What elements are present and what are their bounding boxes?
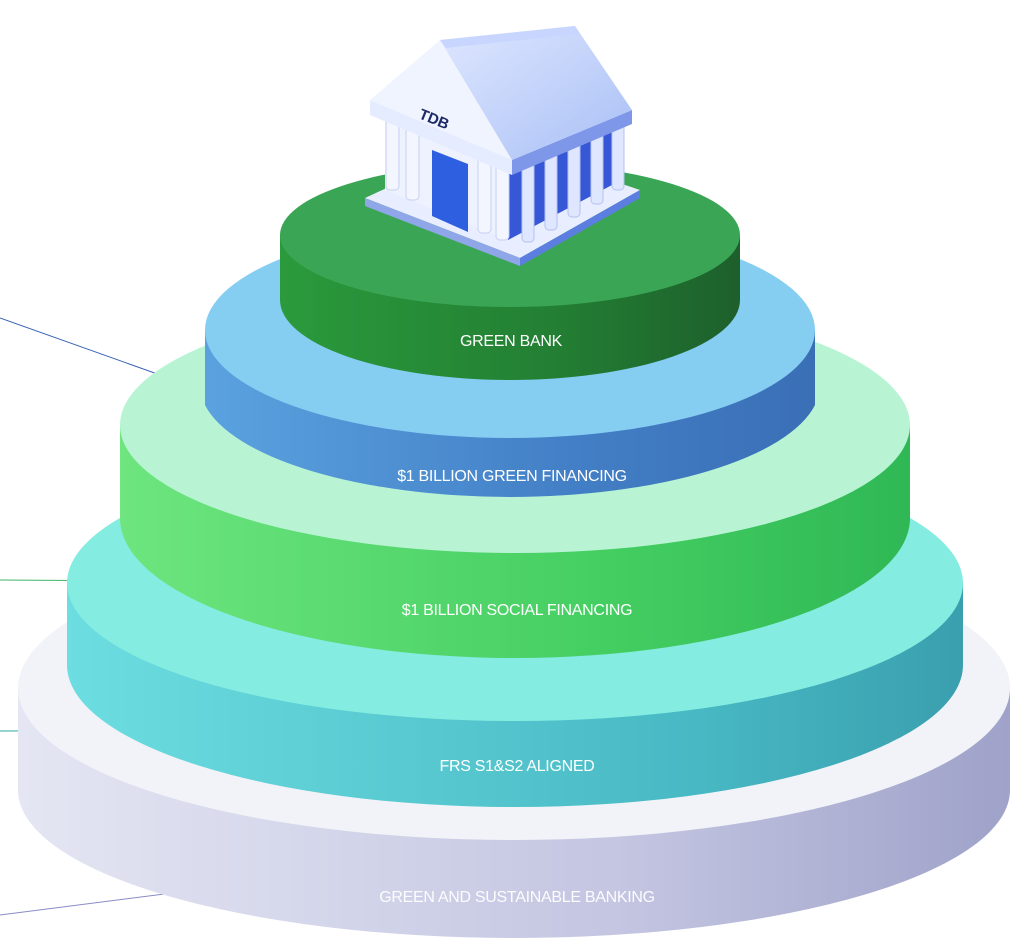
tier-label-green-sustainable-banking: GREEN AND SUSTAINABLE BANKING xyxy=(379,889,655,906)
tier-label-green-bank: GREEN BANK xyxy=(460,333,563,350)
building-columns-front xyxy=(385,119,510,241)
building-door xyxy=(432,150,468,232)
bank-building-illustration: TDB xyxy=(365,26,640,266)
building-roof-side xyxy=(440,26,632,160)
tier-label-green-financing: $1 BILLION GREEN FINANCING xyxy=(397,468,627,485)
tier-label-frs-aligned: FRS S1&S2 ALIGNED xyxy=(440,758,595,775)
building-roof-front xyxy=(370,40,512,160)
tier-label-social-financing: $1 BILLION SOCIAL FINANCING xyxy=(402,602,633,619)
